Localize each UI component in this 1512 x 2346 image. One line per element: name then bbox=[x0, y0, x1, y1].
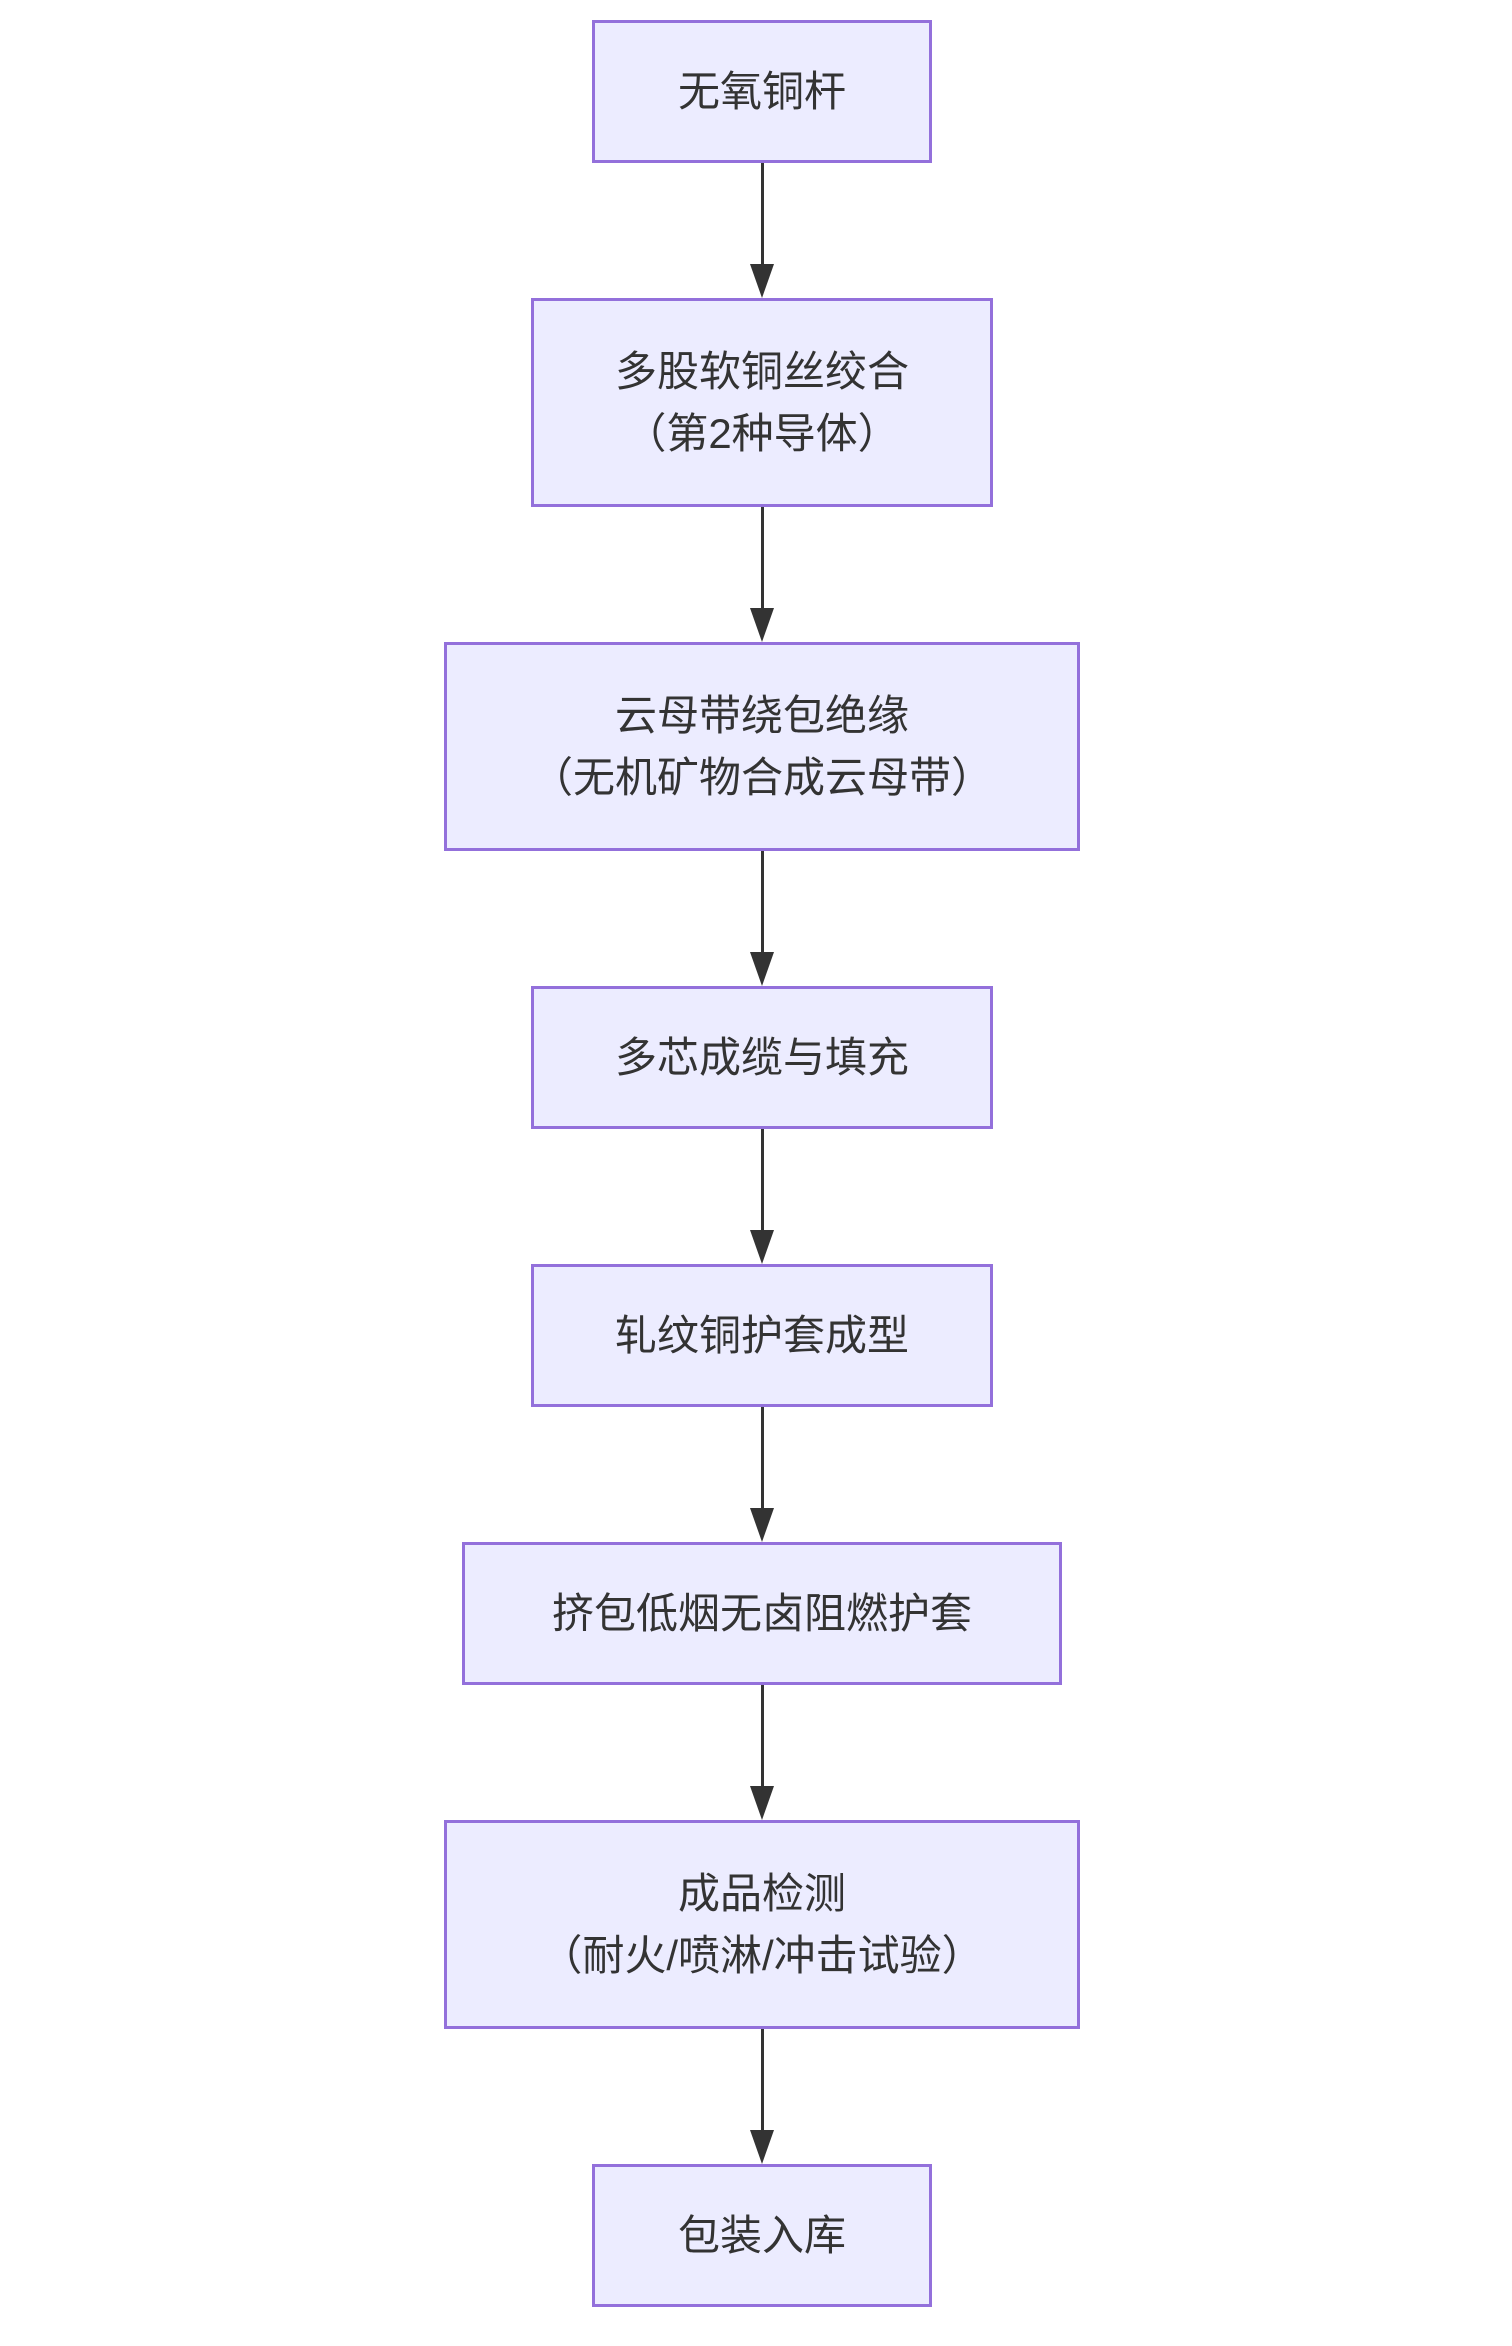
flow-node-wire-stranding: 多股软铜丝绞合 （第2种导体） bbox=[531, 298, 993, 507]
node-label: 多股软铜丝绞合 bbox=[614, 347, 909, 395]
flow-node-mica-insulation: 云母带绕包绝缘 （无机矿物合成云母带） bbox=[444, 642, 1080, 851]
flow-node-product-testing: 成品检测 （耐火/喷淋/冲击试验） bbox=[444, 1820, 1080, 2029]
flow-edge-5-6 bbox=[742, 1407, 782, 1542]
flow-edge-3-4 bbox=[742, 851, 782, 986]
node-label-line2: （无机矿物合成云母带） bbox=[530, 753, 993, 801]
flow-edge-4-5 bbox=[742, 1129, 782, 1264]
arrow-head-icon bbox=[750, 2130, 774, 2164]
flow-edge-6-7 bbox=[742, 1685, 782, 1820]
arrow-head-icon bbox=[750, 952, 774, 986]
arrow-line bbox=[760, 1685, 764, 1786]
arrow-line bbox=[760, 1407, 764, 1508]
arrow-line bbox=[760, 163, 764, 264]
flowchart-canvas: 无氧铜杆 多股软铜丝绞合 （第2种导体） 云母带绕包绝缘 （无机矿物合成云母带）… bbox=[6, 0, 1512, 2346]
flow-node-copper-sheath-forming: 轧纹铜护套成型 bbox=[531, 1264, 993, 1407]
flow-edge-1-2 bbox=[742, 163, 782, 298]
flow-node-copper-rod: 无氧铜杆 bbox=[592, 20, 932, 163]
node-label: 云母带绕包绝缘 bbox=[614, 691, 909, 739]
node-label: 无氧铜杆 bbox=[677, 67, 846, 115]
node-label: 挤包低烟无卤阻燃护套 bbox=[551, 1589, 972, 1637]
flow-edge-2-3 bbox=[742, 507, 782, 642]
node-label: 包装入库 bbox=[677, 2211, 846, 2259]
arrow-head-icon bbox=[750, 264, 774, 298]
node-label-line2: （耐火/喷淋/冲击试验） bbox=[540, 1931, 984, 1979]
arrow-line bbox=[760, 1129, 764, 1230]
flow-node-packaging-warehousing: 包装入库 bbox=[592, 2164, 932, 2307]
arrow-head-icon bbox=[750, 1230, 774, 1264]
arrow-line bbox=[760, 507, 764, 608]
arrow-line bbox=[760, 2029, 764, 2130]
arrow-head-icon bbox=[750, 1508, 774, 1542]
node-label-line2: （第2种导体） bbox=[624, 409, 900, 457]
arrow-line bbox=[760, 851, 764, 952]
node-label: 轧纹铜护套成型 bbox=[614, 1311, 909, 1359]
node-label: 多芯成缆与填充 bbox=[614, 1033, 909, 1081]
flow-edge-7-8 bbox=[742, 2029, 782, 2164]
flow-node-outer-sheath-extrusion: 挤包低烟无卤阻燃护套 bbox=[462, 1542, 1062, 1685]
arrow-head-icon bbox=[750, 608, 774, 642]
arrow-head-icon bbox=[750, 1786, 774, 1820]
node-label: 成品检测 bbox=[677, 1869, 846, 1917]
flow-node-cabling-filling: 多芯成缆与填充 bbox=[531, 986, 993, 1129]
